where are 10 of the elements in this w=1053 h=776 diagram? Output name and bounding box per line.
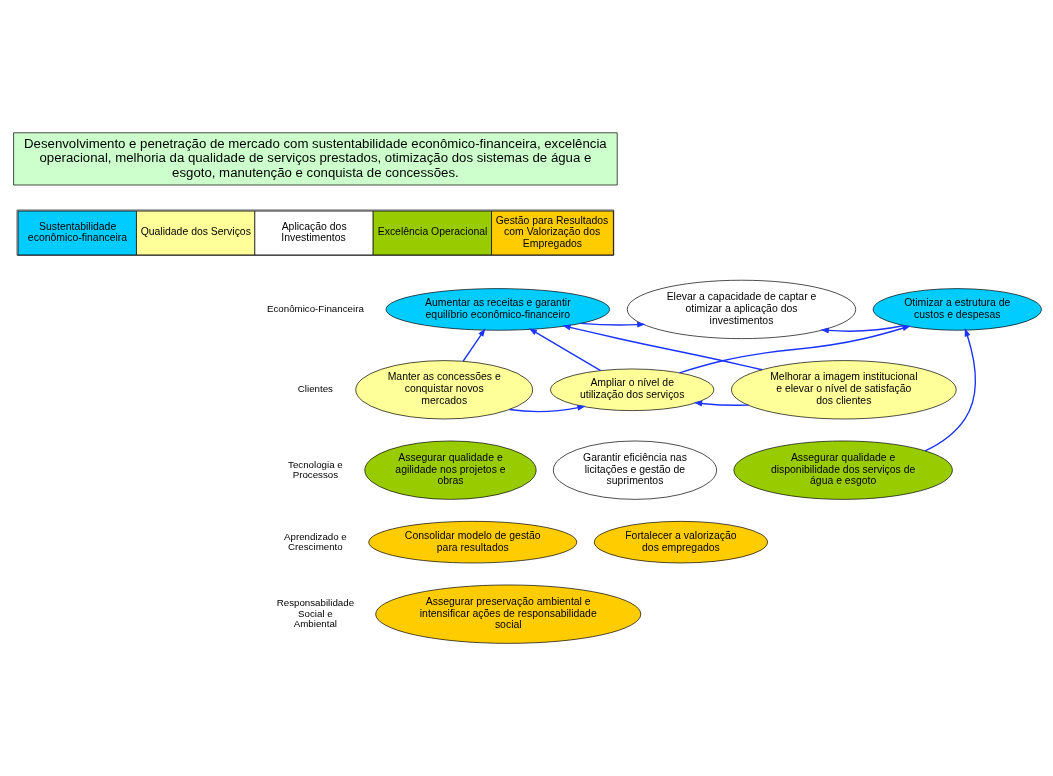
label: Econômico-Financeira	[266, 303, 364, 314]
legend-label: Qualidade dos Serviços	[140, 226, 251, 238]
legend-label: Excelência Operacional	[377, 226, 488, 238]
label: Tecnologia e Processos	[288, 458, 343, 480]
legend-label: Aplicação dos Investimentos	[281, 220, 347, 244]
label: Aprendizado e Crescimento	[284, 530, 347, 552]
label: Responsabilidade Social e Ambiental	[276, 597, 355, 630]
label: Clientes	[297, 383, 333, 395]
legend-label: Gestão para Resultados com Valorização dos Empregados	[495, 214, 609, 250]
legend-label: Sustentabilidade econômico-financeira	[27, 220, 128, 244]
